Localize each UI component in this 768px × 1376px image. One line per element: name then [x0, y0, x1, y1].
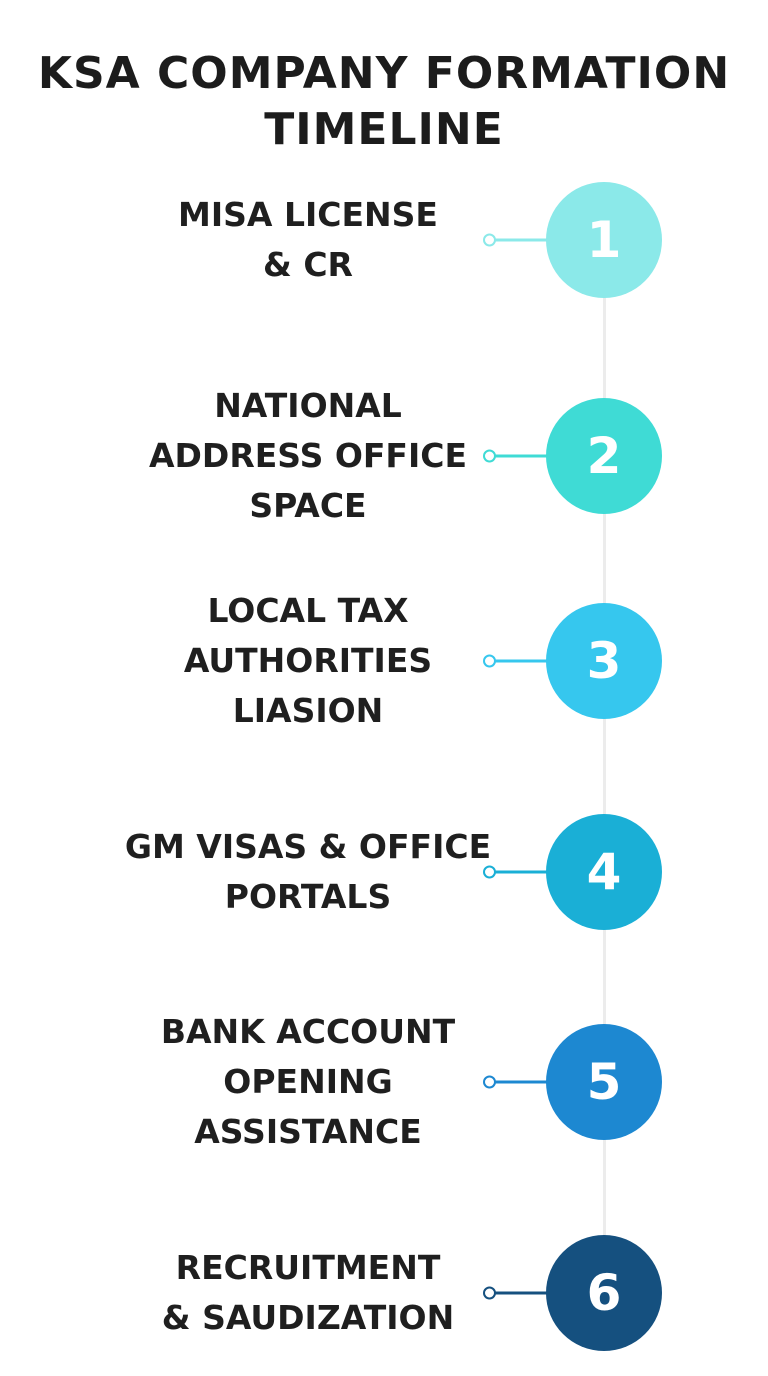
- timeline-spine: [603, 240, 606, 1296]
- step-label: RECRUITMENT & SAUDIZATION: [118, 1243, 498, 1343]
- step-label: MISA LICENSE & CR: [118, 190, 498, 290]
- step-label-line: GM VISAS & OFFICE: [124, 827, 492, 866]
- connector-dot-icon: [483, 654, 496, 668]
- step-label-line: LOCAL TAX: [207, 591, 409, 630]
- step-connector: [490, 238, 552, 242]
- step-label: NATIONAL ADDRESS OFFICE SPACE: [118, 381, 498, 531]
- step-label-line: NATIONAL: [214, 386, 402, 425]
- step-label-line: OPENING: [223, 1062, 393, 1101]
- step-label: LOCAL TAX AUTHORITIES LIASION: [118, 586, 498, 736]
- title-line-1: KSA COMPANY FORMATION: [37, 48, 731, 99]
- connector-dot-icon: [483, 449, 496, 463]
- step-number-badge: 5: [546, 1024, 662, 1140]
- step-number-badge: 3: [546, 603, 662, 719]
- step-label-line: AUTHORITIES: [183, 641, 433, 680]
- step-label-line: SPACE: [249, 486, 367, 525]
- step-label: GM VISAS & OFFICE PORTALS: [118, 822, 498, 922]
- step-number-badge: 6: [546, 1235, 662, 1351]
- step-label-line: LIASION: [232, 691, 384, 730]
- connector-dot-icon: [483, 1286, 496, 1300]
- step-connector: [490, 454, 552, 458]
- step-label-line: MISA LICENSE: [178, 195, 438, 234]
- step-number-badge: 2: [546, 398, 662, 514]
- step-number-badge: 4: [546, 814, 662, 930]
- connector-dot-icon: [483, 865, 496, 879]
- step-connector: [490, 870, 552, 874]
- step-connector: [490, 1291, 552, 1295]
- step-connector: [490, 659, 552, 663]
- connector-dot-icon: [483, 233, 496, 247]
- connector-dot-icon: [483, 1075, 496, 1089]
- step-label-line: ADDRESS OFFICE: [149, 436, 467, 475]
- step-connector: [490, 1080, 552, 1084]
- step-label-line: PORTALS: [224, 877, 392, 916]
- page-title: KSA COMPANY FORMATION TIMELINE: [0, 46, 768, 158]
- step-label: BANK ACCOUNT OPENING ASSISTANCE: [118, 1007, 498, 1157]
- step-label-line: ASSISTANCE: [194, 1112, 422, 1151]
- step-number-badge: 1: [546, 182, 662, 298]
- step-label-line: & SAUDIZATION: [161, 1298, 455, 1337]
- step-label-line: & CR: [263, 245, 353, 284]
- step-label-line: RECRUITMENT: [175, 1248, 441, 1287]
- title-line-2: TIMELINE: [264, 104, 504, 155]
- step-label-line: BANK ACCOUNT: [160, 1012, 456, 1051]
